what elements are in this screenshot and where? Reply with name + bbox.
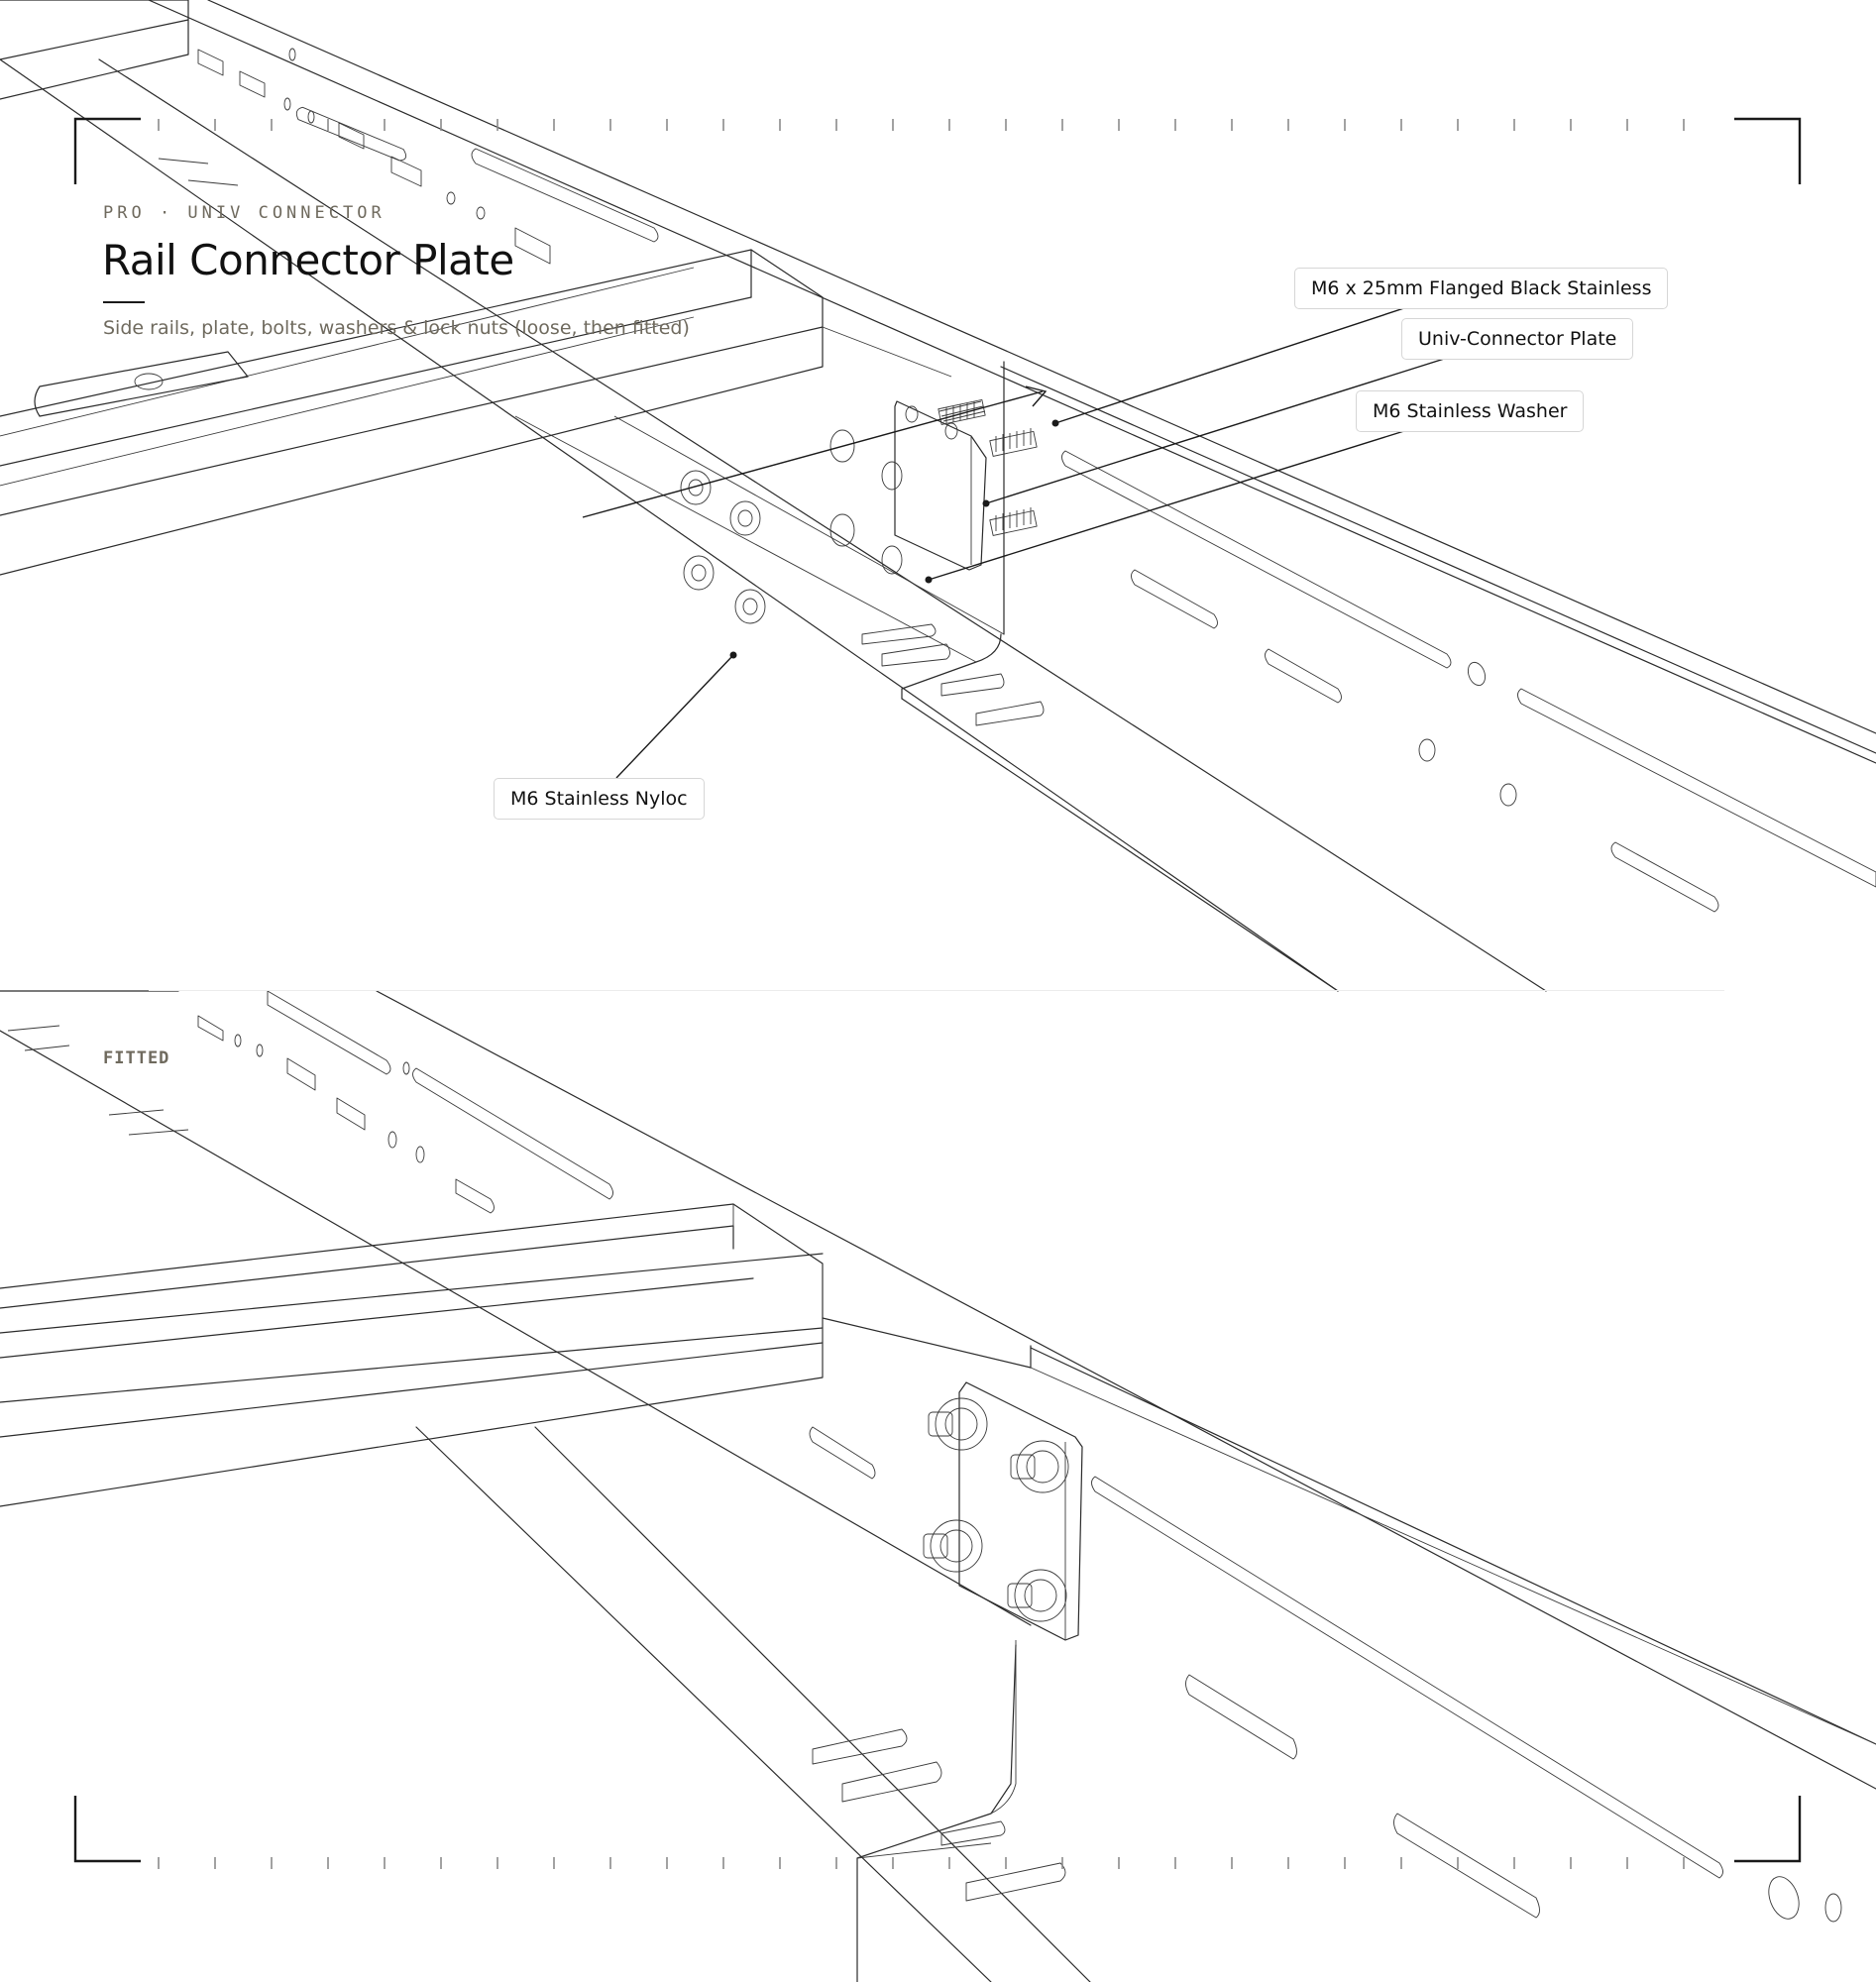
callout-nut: M6 Stainless Nyloc [494,778,705,820]
fitted-view [0,990,1876,1982]
callout-plate: Univ-Connector Plate [1401,318,1634,360]
callout-washer: M6 Stainless Washer [1356,390,1585,432]
exploded-view [0,0,1876,992]
callout-bolt: M6 x 25mm Flanged Black Stainless [1294,268,1669,309]
leader-lines [615,302,1458,779]
fitted-fasteners [923,1397,1069,1622]
drawing-frame [73,117,1802,1869]
bolt-group [938,398,1038,536]
page-title: Rail Connector Plate [102,236,514,284]
page-subtitle: Side rails, plate, bolts, washers & lock… [103,317,690,339]
section-divider [149,990,1724,991]
title-rule [103,301,145,303]
eyebrow-label: PRO · UNIV CONNECTOR [103,203,386,223]
nut-group [680,470,766,624]
fitted-section-label: FITTED [103,1048,170,1068]
